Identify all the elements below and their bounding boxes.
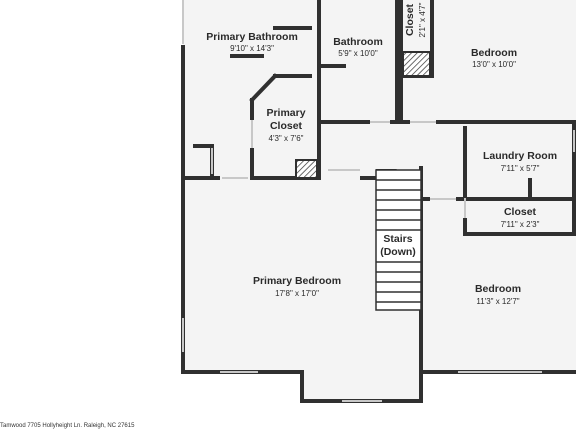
primary-bedroom-dim: 17'8" x 17'0" [275,289,319,298]
bedroom-bottom-dim: 11'3" x 12'7" [476,297,519,306]
bathroom-name: Bathroom [333,36,383,48]
primary-closet-name-line2: Closet [270,120,303,132]
bedroom-bottom-name: Bedroom [475,283,521,295]
laundry-room-dim: 7'11" x 5'7" [501,164,540,173]
bedroom-top-dim: 13'0" x 10'0" [472,60,516,69]
room-labels: Primary Bathroom 9'10" x 14'3" Bathroom … [206,2,557,306]
closet-top-dim: 2'1" x 4'7" [418,2,427,37]
primary-closet-name-line1: Primary [266,107,305,119]
stairs-label-bg [377,232,420,260]
primary-bedroom-name: Primary Bedroom [253,275,341,287]
closet-top-name: Closet [404,3,416,36]
property-address: Tamwood 7705 Hollyheight Ln. Raleigh, NC… [0,423,135,429]
floor-area [183,0,576,401]
primary-closet-dim: 4'3" x 7'6" [269,134,304,143]
hatched-chase-mid [295,159,318,179]
stairs-name-line2: (Down) [380,246,416,258]
laundry-room-name: Laundry Room [483,150,557,162]
hatched-chase-top [402,51,431,77]
bathroom-dim: 5'9" x 10'0" [338,49,378,58]
closet-mid-dim: 7'11" x 2'3" [501,220,540,229]
closet-mid-name: Closet [504,206,537,218]
wall-pcloset-diag [249,73,278,103]
primary-bathroom-name: Primary Bathroom [206,31,298,43]
primary-bathroom-dim: 9'10" x 14'3" [230,44,274,53]
bedroom-top-name: Bedroom [471,47,517,59]
windows [182,0,575,402]
stairs-name-line1: Stairs [383,233,412,245]
